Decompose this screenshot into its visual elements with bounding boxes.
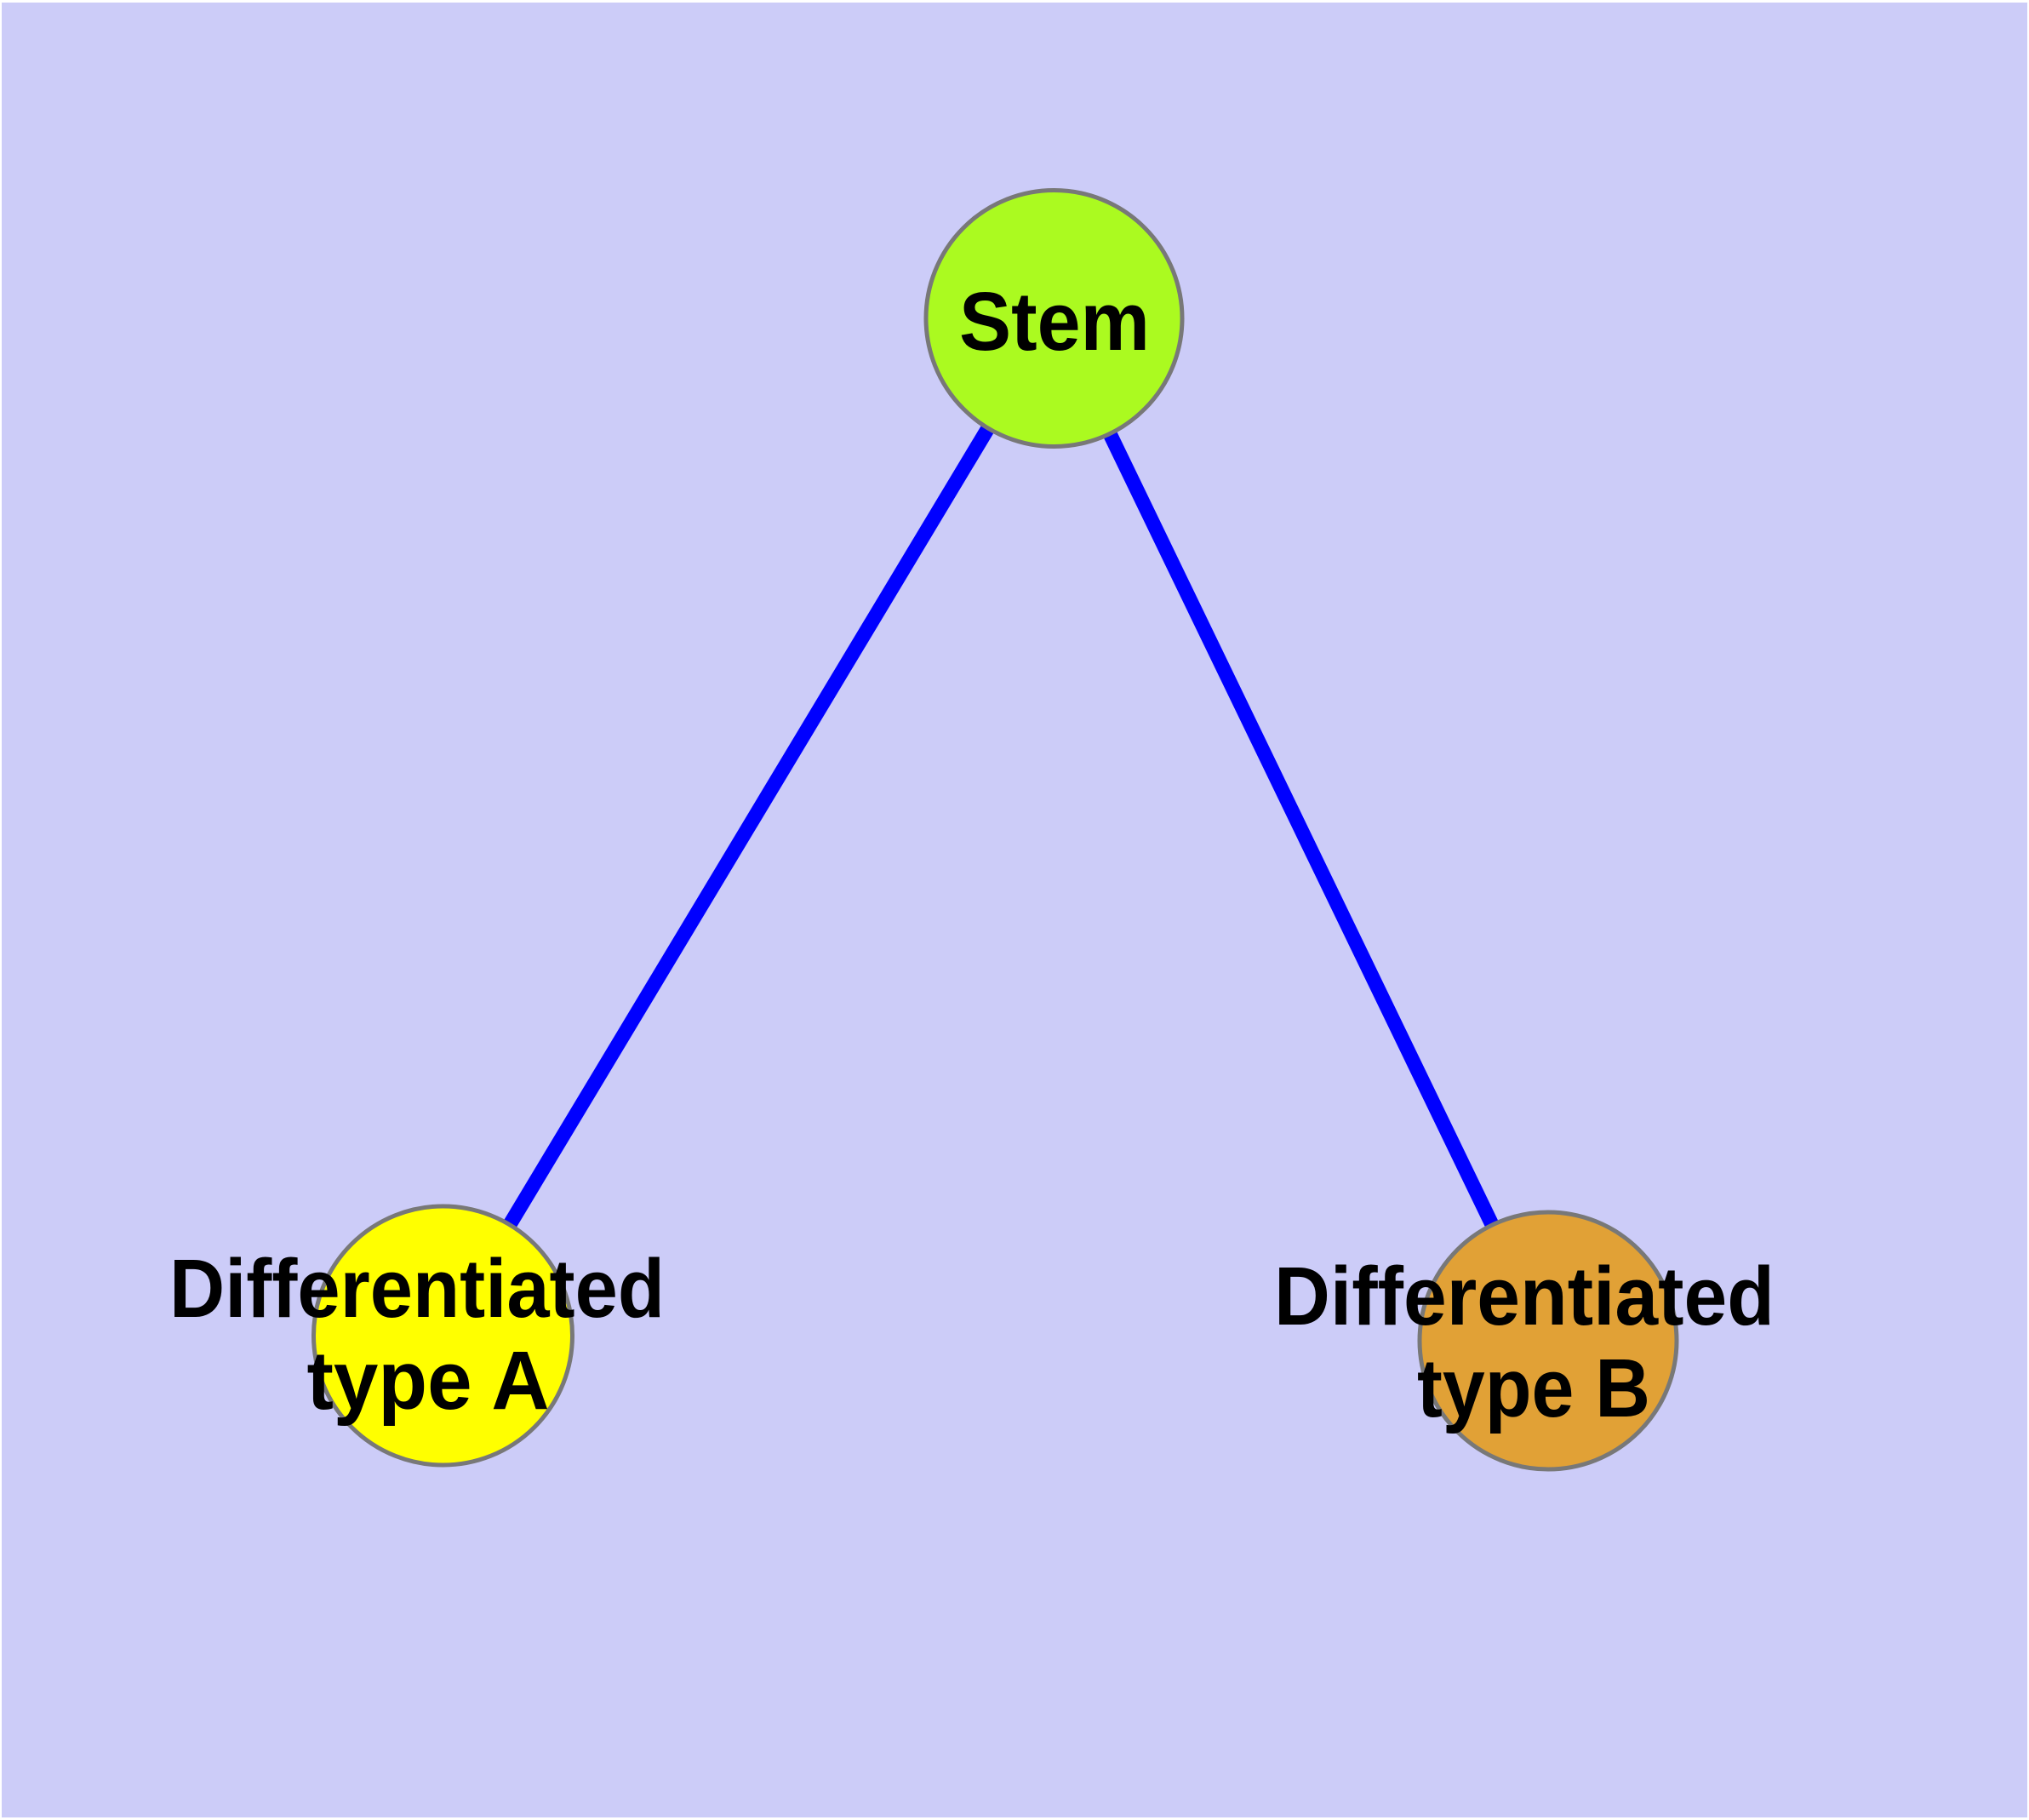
svg-text:Stem: Stem xyxy=(959,275,1150,368)
svg-text:Differentiated: Differentiated xyxy=(1274,1250,1775,1342)
svg-text:type A: type A xyxy=(307,1334,550,1427)
svg-text:Differentiated: Differentiated xyxy=(169,1242,665,1335)
svg-text:type B: type B xyxy=(1417,1342,1650,1434)
